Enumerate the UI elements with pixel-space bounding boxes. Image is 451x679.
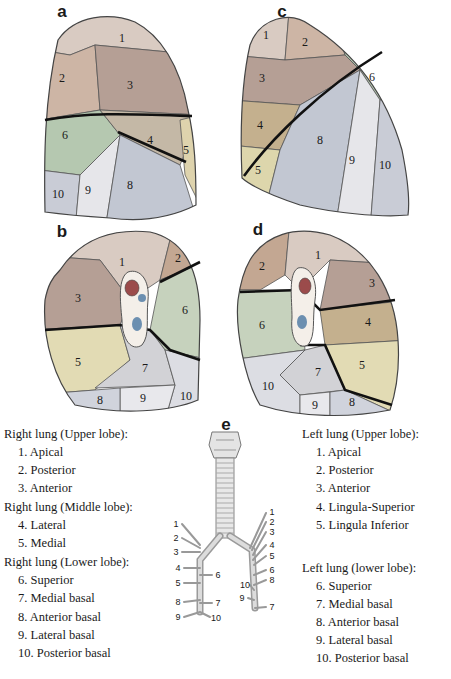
segment-number: 5: [359, 358, 365, 373]
segment-number: 5: [255, 163, 261, 178]
segment-number: 1: [315, 248, 321, 263]
bronchus-number: 1: [173, 519, 178, 529]
lung-view-d: [230, 220, 410, 420]
bronchus-number: 7: [269, 602, 274, 612]
segment-name: 3. Anterior: [18, 481, 72, 496]
bronchus-number: 3: [269, 527, 274, 537]
segment-number: 2: [302, 35, 308, 50]
bronchus-number: 5: [175, 578, 180, 588]
segment-name: 7. Medial basal: [316, 597, 393, 612]
segment-number: 10: [180, 389, 192, 404]
segment-name: 9. Lateral basal: [18, 628, 95, 643]
segment-number: 5: [75, 355, 81, 370]
lobe-heading: Right lung (Upper lobe):: [4, 427, 128, 442]
segment-number: 3: [127, 78, 133, 93]
bronchus-number: 2: [269, 517, 274, 527]
segment-number: 1: [263, 28, 269, 43]
segment-number: 4: [257, 118, 263, 133]
panel-letter: d: [253, 220, 263, 240]
segment-name: 5. Lingula Inferior: [316, 518, 409, 533]
lobe-heading: Left lung (Upper lobe):: [302, 427, 419, 442]
lung-view-b: [30, 220, 210, 420]
bronchus-number: 10: [240, 580, 250, 590]
segment-number: 2: [59, 71, 65, 86]
segment-number: 10: [379, 158, 391, 173]
segment-name: 10. Posterior basal: [18, 646, 111, 661]
segment-number: 6: [259, 318, 265, 333]
segment-number: 7: [142, 361, 148, 376]
bronchus-number: 5: [269, 551, 274, 561]
panel-letter: e: [221, 415, 230, 435]
segment-number: 10: [52, 187, 64, 202]
segment-number: 8: [97, 393, 103, 408]
segment-name: 6. Superior: [316, 579, 372, 594]
segment-name: 2. Posterior: [18, 463, 76, 478]
bronchus-number: 1: [269, 507, 274, 517]
segment-number: 6: [182, 303, 188, 318]
lung-view-c: [230, 0, 420, 230]
segment-name: 4. Lateral: [18, 518, 66, 533]
bronchus-number: 6: [215, 570, 220, 580]
lobe-heading: Left lung (lower lobe):: [302, 561, 416, 576]
segment-number: 1: [119, 255, 125, 270]
bronchus-number: 6: [269, 565, 274, 575]
segment-number: 3: [259, 71, 265, 86]
segment-number: 9: [85, 183, 91, 198]
segment-number: 2: [259, 259, 265, 274]
segment-number: 10: [262, 379, 274, 394]
lobe-heading: Right lung (Lower lobe):: [4, 555, 129, 570]
bronchus-number: 9: [239, 593, 244, 603]
segment-number: 8: [127, 178, 133, 193]
segment-name: 8. Anterior basal: [18, 610, 101, 625]
segment-number: 9: [140, 391, 146, 406]
segment-number: 2: [175, 251, 181, 266]
segment-name: 1. Apical: [18, 445, 63, 460]
panel-letter: b: [57, 222, 67, 242]
bronchus-number: 8: [269, 575, 274, 585]
segment-name: 7. Medial basal: [18, 591, 95, 606]
segment-number: 8: [349, 395, 355, 410]
segment-number: 9: [312, 398, 318, 413]
segment-number: 6: [369, 70, 375, 85]
segment-number: 4: [365, 315, 371, 330]
segment-name: 8. Anterior basal: [316, 615, 399, 630]
bronchus-number: 2: [173, 533, 178, 543]
segment-number: 4: [147, 133, 153, 148]
bronchus-number: 3: [173, 547, 178, 557]
segment-number: 3: [75, 291, 81, 306]
segment-name: 6. Superior: [18, 573, 74, 588]
bronchus-number: 10: [211, 613, 221, 623]
bronchus-number: 4: [175, 563, 180, 573]
segment-name: 3. Anterior: [316, 481, 370, 496]
segment-name: 9. Lateral basal: [316, 633, 393, 648]
segment-name: 4. Lingula-Superior: [316, 500, 415, 515]
bronchus-number: 8: [175, 597, 180, 607]
segment-number: 8: [317, 133, 323, 148]
lobe-heading: Right lung (Middle lobe):: [4, 500, 133, 515]
bronchus-number: 9: [175, 612, 180, 622]
segment-name: 10. Posterior basal: [316, 651, 409, 666]
segment-name: 1. Apical: [316, 445, 361, 460]
bronchus-number: 4: [269, 540, 274, 550]
segment-number: 9: [349, 153, 355, 168]
bronchus-number: 7: [215, 598, 220, 608]
segment-name: 5. Medial: [18, 536, 66, 551]
segment-number: 1: [119, 31, 125, 46]
segment-number: 3: [369, 276, 375, 291]
panel-letter: c: [277, 2, 286, 22]
trachea-illustration: [182, 432, 266, 617]
segment-name: 2. Posterior: [316, 463, 374, 478]
lung-view-a: [40, 0, 200, 230]
segment-number: 6: [62, 128, 68, 143]
segment-number: 5: [183, 143, 189, 158]
panel-letter: a: [57, 2, 66, 22]
segment-number: 7: [315, 365, 321, 380]
